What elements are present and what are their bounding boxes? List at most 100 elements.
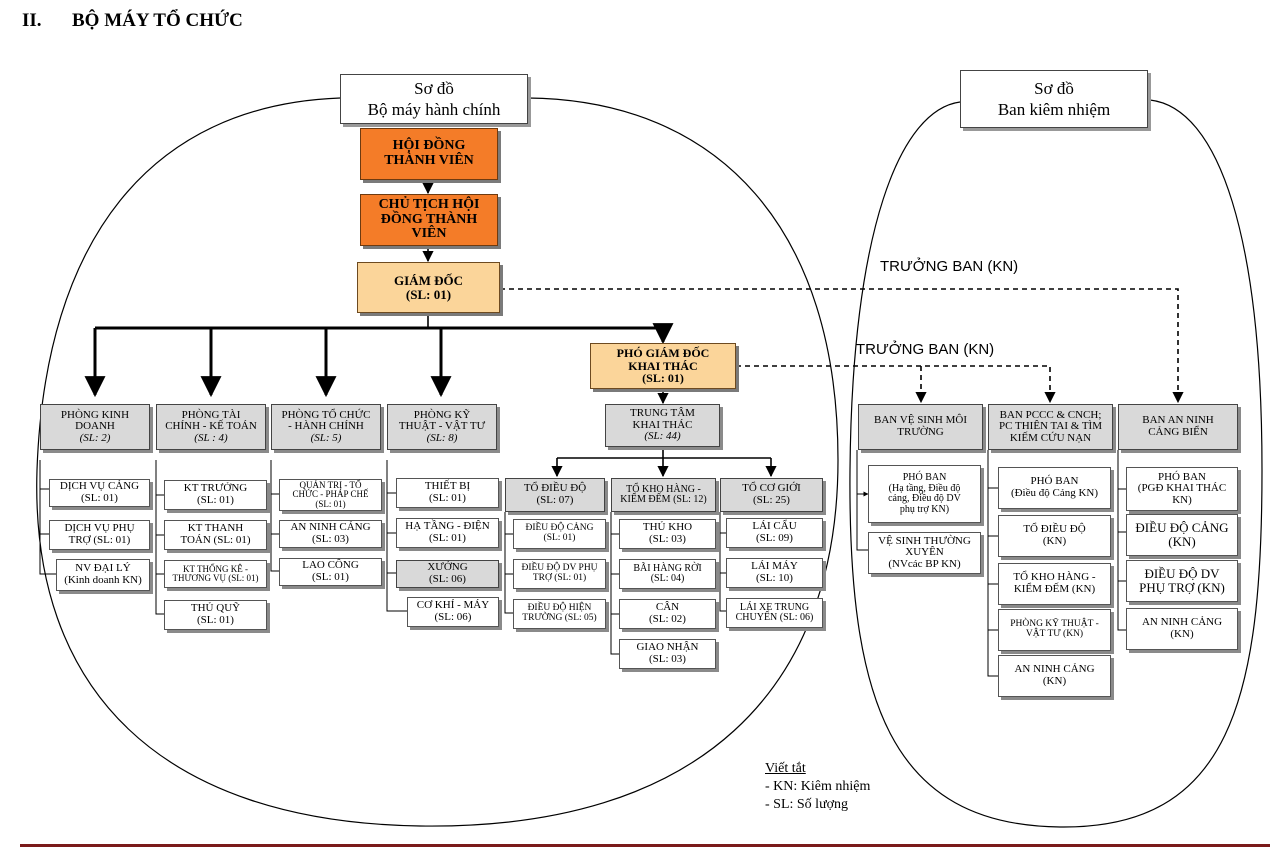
unit-line1: QUẢN TRỊ - TỔ	[299, 479, 362, 490]
security-unit-box: AN NINH CẢNG(KN)	[1126, 608, 1238, 650]
dispatch-unit-box: ĐIỀU ĐỘ CẢNG(SL: 01)	[513, 519, 606, 549]
unit-line1: AN NINH CẢNG	[290, 521, 371, 534]
hr-unit-box: AN NINH CẢNG(SL: 03)	[279, 520, 382, 548]
dept-count: (SL: 8)	[426, 431, 458, 444]
unit-line2: (SL: 02)	[649, 613, 686, 625]
unit-line1: KT THỐNG KÊ -	[183, 563, 248, 574]
unit-line1: THIẾT BỊ	[424, 480, 471, 493]
business-unit-box: NV ĐẠI LÝ(Kinh doanh KN)	[56, 559, 150, 591]
unit-line2: PHỤ TRỢ (KN)	[1139, 580, 1225, 595]
team-line1: TỔ ĐIỀU ĐỘ	[523, 482, 587, 495]
dept-line1: TRUNG TÂM	[630, 407, 695, 420]
team-line2: (SL: 25)	[753, 494, 790, 506]
board-line2: TRƯỜNG	[897, 426, 944, 438]
tech-unit-box: CƠ KHÍ - MÁY(SL: 06)	[407, 597, 499, 627]
unit-line1: PHÓ BAN	[1030, 475, 1079, 488]
bottom-divider	[20, 844, 1270, 847]
fire-unit-box: TỔ ĐIỀU ĐỘ(KN)	[998, 515, 1111, 557]
dept-line2: KHAI THÁC	[632, 418, 693, 431]
board-line2: CẢNG BIỂN	[1148, 426, 1208, 438]
finance-unit-box: KT THỐNG KÊ -THƯƠNG VỤ (SL: 01)	[164, 560, 267, 588]
dept-line2: CHÍNH - KẾ TOÁN	[165, 420, 257, 433]
finance-dept-box: PHÒNG TÀI CHÍNH - KẾ TOÁN (SL : 4)	[156, 404, 266, 450]
admin-ellipse	[36, 97, 839, 827]
council-line1: HỘI ĐỒNG	[392, 138, 466, 154]
unit-line2: TOÁN (SL: 01)	[180, 534, 251, 546]
board-line3: KIẾM CỨU NẠN	[1009, 431, 1092, 444]
finance-unit-box: THỦ QUỸ(SL: 01)	[164, 600, 267, 630]
unit-line1: LÁI CẨU	[752, 520, 797, 533]
deputy-line2: KHAI THÁC	[628, 358, 698, 373]
unit-line1: PHÓ BAN	[1158, 470, 1206, 483]
fire-unit-box: TỔ KHO HÀNG -KIỂM ĐẾM (KN)	[998, 563, 1111, 605]
unit-line1: AN NINH CẢNG	[1141, 616, 1223, 629]
unit-line2: (SL: 04)	[650, 573, 685, 584]
fire-unit-box: PHÒNG KỸ THUẬT -VẬT TƯ (KN)	[998, 609, 1111, 651]
concurrent-diagram-title: Sơ đồ Ban kiêm nhiệm	[960, 70, 1148, 128]
tech-unit-box: HẠ TẦNG - ĐIỆN(SL: 01)	[396, 518, 499, 548]
unit-line2: (SL: 03)	[312, 533, 349, 545]
unit-line2: (SL: 01)	[429, 492, 466, 504]
dispatch-team-box: TỔ ĐIỀU ĐỘ(SL: 07)	[505, 478, 605, 512]
unit-line2: (SL: 06)	[429, 573, 466, 585]
team-line1: TỔ CƠ GIỚI	[742, 482, 801, 495]
deputy-director-box: PHÓ GIÁM ĐỐC KHAI THÁC (SL: 01)	[590, 343, 736, 389]
legend-item-kn: - KN: Kiêm nhiệm	[765, 779, 871, 795]
unit-line1: ĐIỀU ĐỘ CẢNG	[525, 523, 594, 534]
unit-line1: CƠ KHÍ - MÁY	[416, 599, 490, 612]
unit-line2: VẬT TƯ (KN)	[1025, 629, 1084, 639]
warehouse-unit-box: BÃI HÀNG RỜI(SL: 04)	[619, 559, 716, 589]
board-line1: BAN PCCC & CNCH;	[999, 408, 1102, 421]
unit-line2: (SL: 09)	[756, 532, 793, 544]
unit-line1: THỦ QUỸ	[190, 602, 241, 615]
unit-line2: TRỢ (SL: 01)	[532, 573, 587, 583]
finance-unit-box: KT TRƯỞNG(SL: 01)	[164, 480, 267, 510]
chairman-line1: CHỦ TỊCH HỘI	[378, 196, 480, 212]
unit-line3: (NVcác BP KN)	[888, 557, 961, 570]
unit-line2: (PGĐ KHAI THÁC	[1137, 482, 1227, 495]
legend-title: Viết tắt	[765, 761, 806, 776]
unit-line1: AN NINH CẢNG	[1014, 663, 1095, 676]
unit-line1: KT TRƯỞNG	[183, 482, 248, 495]
section-number: II.	[22, 10, 42, 31]
director-line2: (SL: 01)	[405, 286, 452, 302]
admin-title-line2: Bộ máy hành chính	[367, 100, 501, 119]
dept-line2: THUẬT - VẬT TƯ	[398, 420, 486, 433]
unit-line1: TỔ KHO HÀNG -	[1013, 571, 1096, 584]
dept-count: (SL : 4)	[194, 431, 228, 444]
dept-count: (SL: 44)	[644, 430, 681, 443]
hr-dept-box: PHÒNG TỔ CHỨC - HÀNH CHÍNH (SL: 5)	[271, 404, 381, 450]
unit-line2: CHỨC - PHÁP CHẾ	[292, 489, 369, 500]
unit-line1: THỦ KHO	[642, 521, 693, 534]
council-chairman-box: CHỦ TỊCH HỘI ĐỒNG THÀNH VIÊN	[360, 194, 498, 246]
unit-line2: (KN)	[1042, 675, 1067, 687]
unit-line3: cảng, Điều độ DV	[888, 493, 961, 504]
unit-line1: ĐIỀU ĐỘ DV PHỤ	[521, 563, 598, 574]
admin-diagram-title: Sơ đồ Bộ máy hành chính	[340, 74, 528, 124]
tech-unit-box: THIẾT BỊ(SL: 01)	[396, 478, 499, 508]
unit-line1: VỆ SINH THƯỜNG	[878, 534, 971, 547]
dept-line2: DOANH	[75, 420, 115, 433]
chairman-line2: ĐỒNG THÀNH	[380, 211, 478, 227]
unit-line2: (SL: 03)	[649, 653, 686, 665]
unit-line1: ĐIỀU ĐỘ DV	[1144, 566, 1220, 582]
unit-line1: NV ĐẠI LÝ	[75, 562, 131, 575]
workshop-box: XƯỞNG(SL: 06)	[396, 560, 499, 588]
dept-line1: PHÒNG TỔ CHỨC	[281, 408, 371, 421]
unit-line2: (SL: 10)	[756, 572, 793, 584]
unit-line1: GIAO NHẬN	[636, 641, 699, 654]
unit-line2: (Điều độ Cảng KN)	[1010, 487, 1099, 499]
board-line2: PC THIÊN TAI & TÌM	[998, 420, 1102, 433]
warehouse-team-box: TỔ KHO HÀNG -KIỂM ĐẾM (SL: 12)	[611, 478, 716, 512]
section-title: BỘ MÁY TỔ CHỨC	[72, 10, 243, 31]
warehouse-unit-box: CÂN(SL: 02)	[619, 599, 716, 629]
dept-count: (SL: 2)	[79, 431, 111, 444]
abbreviation-legend: Viết tắt - KN: Kiêm nhiệm - SL: Số lượng	[765, 760, 870, 815]
unit-line2: (SL: 01)	[197, 614, 234, 626]
